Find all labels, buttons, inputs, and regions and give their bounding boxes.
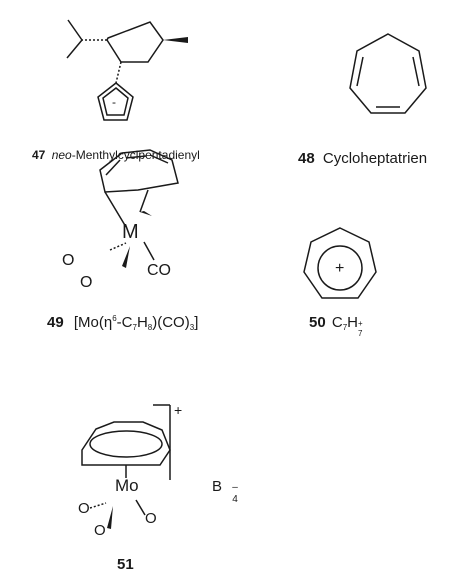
compound-50-number: 50: [309, 314, 326, 331]
counterion-element: B: [212, 478, 223, 495]
compound-47-number: 47: [32, 148, 46, 162]
compound-49-co: CO: [147, 262, 171, 279]
compound-51-metal: Mo: [115, 476, 139, 495]
compound-47-name-italic: neo: [51, 148, 72, 162]
structure-49: [99, 149, 179, 261]
compound-49-metal: M: [122, 221, 139, 243]
counterion-subscript: 4: [232, 494, 238, 505]
structure-47: [66, 19, 188, 121]
compound-51-o2: O: [94, 522, 106, 539]
compound-47-charge: -: [112, 95, 116, 109]
structure-50: [303, 227, 377, 299]
compound-48-number: 48: [298, 150, 315, 167]
compound-51-counterion: B – 4: [212, 478, 244, 505]
compound-51-o3: O: [145, 510, 157, 527]
structure-48: [349, 33, 427, 114]
structure-51: [81, 404, 171, 516]
compound-51-number: 51: [117, 556, 134, 573]
compound-48-caption: 48 Cycloheptatrien: [298, 150, 427, 167]
compound-50-formula: C7H+7: [331, 314, 363, 338]
compound-51-charge: +: [174, 402, 183, 418]
compound-51-o1: O: [78, 500, 90, 517]
compound-50-caption: 50 C7H+7: [309, 314, 366, 338]
compound-47-caption: 47 neo-Menthylcyclpentadienyl: [32, 148, 200, 162]
counterion-charge: –: [232, 482, 238, 493]
compound-49-o1: O: [62, 252, 75, 269]
compound-50-charge: +: [335, 260, 345, 277]
compound-49-formula: [Mo(η6-C7H8)(CO)3]: [73, 314, 199, 332]
compound-49-number: 49: [47, 314, 64, 331]
compound-49-o2: O: [80, 274, 93, 291]
compound-48-name: Cycloheptatrien: [322, 150, 428, 167]
compound-49-caption: 49 [Mo(η6-C7H8)(CO)3]: [47, 314, 198, 332]
compound-47-name: -Menthylcyclpentadienyl: [71, 148, 200, 162]
